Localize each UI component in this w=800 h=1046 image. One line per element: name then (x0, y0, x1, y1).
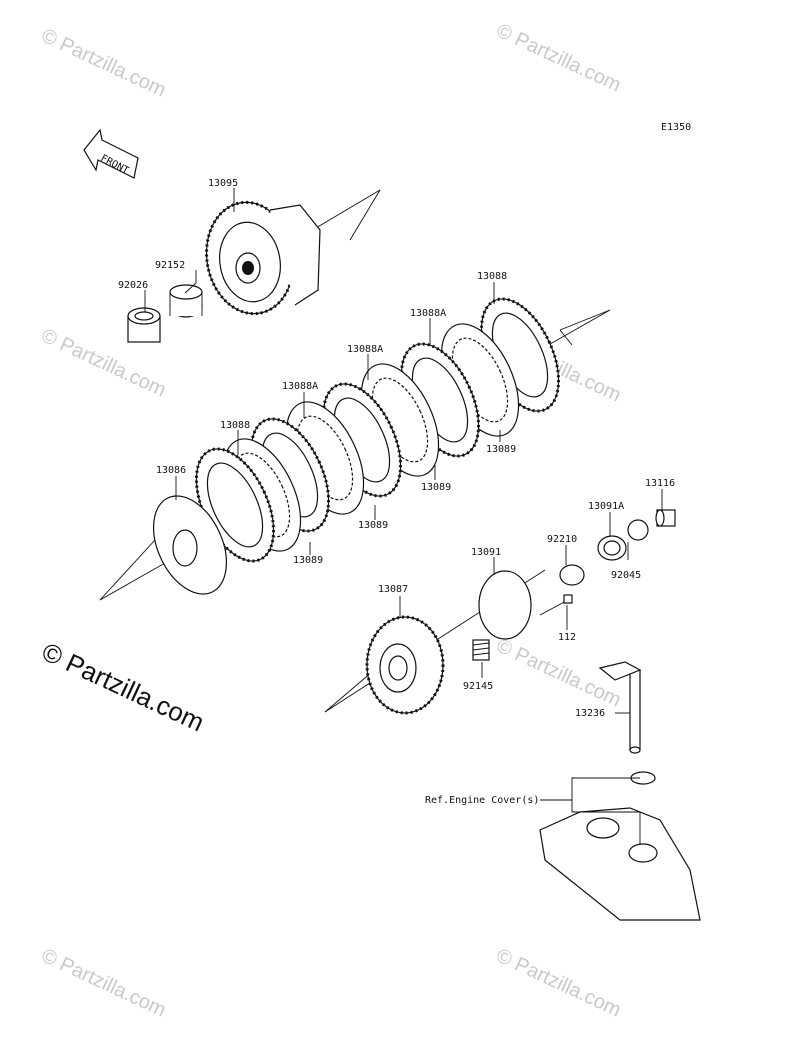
part-label: 13088 (477, 271, 507, 282)
watermark: © Partzilla.com (493, 635, 624, 712)
part-label: 92210 (547, 534, 577, 545)
part-label: 13089 (421, 482, 451, 493)
copyright-logo: © Partzilla.com (37, 636, 208, 737)
part-label: 13116 (645, 478, 675, 489)
part-label: 13088A (410, 308, 446, 319)
part-label: 13091 (471, 547, 501, 558)
pressure-plate (99, 495, 227, 601)
clutch-housing (205, 189, 381, 316)
clutch-plate-13091 (478, 570, 532, 640)
watermark: © Partzilla.com (38, 945, 169, 1022)
part-label: 13087 (378, 584, 408, 595)
part-label: 13086 (156, 465, 186, 476)
part-label: 13089 (293, 555, 323, 566)
bearing (597, 535, 627, 561)
front-arrow-icon: FRONT (83, 128, 139, 179)
part-label: 92026 (118, 280, 148, 291)
part-label: 92152 (155, 260, 185, 271)
clutch-hub (324, 569, 546, 715)
leader-lines (144, 188, 663, 845)
part-label: 13091A (588, 501, 624, 512)
part-label: 13089 (486, 444, 516, 455)
part-label: 92145 (463, 681, 493, 692)
circlip (627, 519, 649, 541)
nut (559, 564, 585, 586)
part-label: 13089 (358, 520, 388, 531)
part-label: 13088A (282, 381, 318, 392)
clutch-plate-stack (99, 297, 611, 601)
part-label: 92045 (611, 570, 641, 581)
ref-engine-cover-label: Ref.Engine Cover(s) (425, 795, 539, 806)
part-label: 13095 (208, 178, 238, 189)
bushing (127, 307, 161, 343)
watermark: © Partzilla.com (38, 25, 169, 102)
part-label: 13088 (220, 420, 250, 431)
diagram-code: E1350 (661, 122, 691, 133)
spring (472, 639, 490, 661)
part-label: 13088A (347, 344, 383, 355)
sleeve (169, 284, 203, 318)
watermark: © Partzilla.com (493, 20, 624, 97)
engine-cover (539, 807, 701, 921)
release-shaft (598, 661, 642, 754)
watermark: © Partzilla.com (493, 945, 624, 1022)
part-label: 112 (558, 632, 576, 643)
part-label: 13236 (575, 708, 605, 719)
push-rod (655, 509, 676, 527)
bolt (539, 594, 573, 616)
part-labels: 13095 92152 92026 13088 13088A 13088A 13… (118, 178, 675, 806)
